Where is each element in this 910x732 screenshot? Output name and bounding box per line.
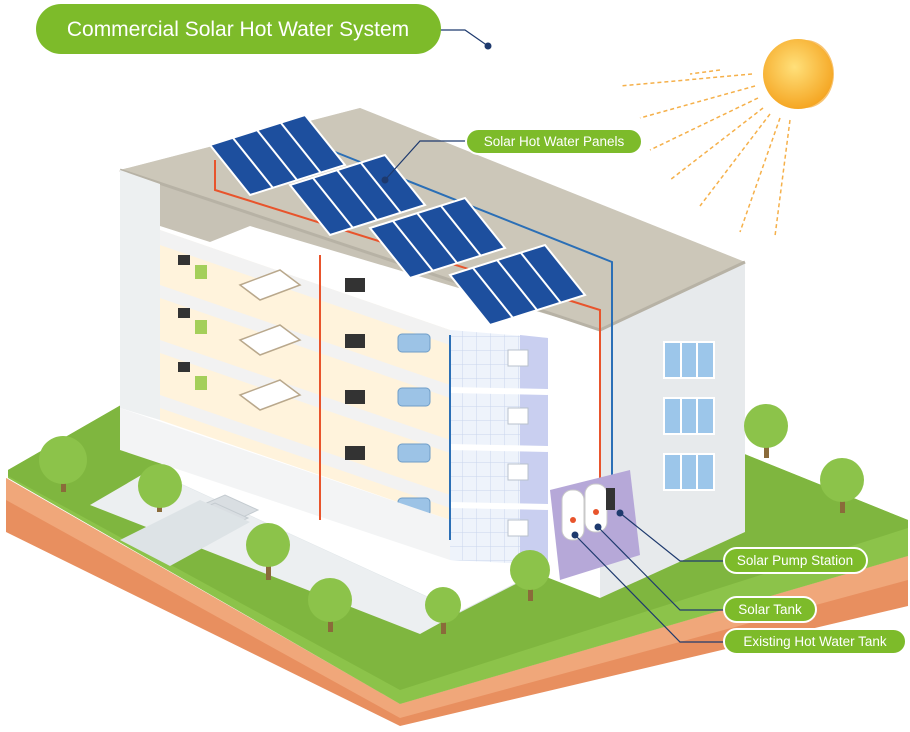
leader-lines bbox=[381, 29, 724, 643]
sink-icon bbox=[507, 349, 529, 537]
label-solar-tank: Solar Tank bbox=[723, 596, 817, 623]
solar-panel-array-3 bbox=[368, 196, 507, 280]
title-pill: Commercial Solar Hot Water System bbox=[36, 4, 441, 54]
solar-panels bbox=[208, 113, 587, 327]
sun-icon bbox=[763, 39, 834, 109]
solar-panel-array-1 bbox=[208, 113, 347, 197]
solar-panel-array-4 bbox=[448, 243, 587, 327]
sofa-icon bbox=[397, 333, 431, 517]
window-icon bbox=[663, 341, 715, 491]
interior-floors bbox=[160, 230, 549, 565]
chair-icon bbox=[195, 265, 207, 390]
sun-rays bbox=[619, 69, 791, 237]
label-pump-station: Solar Pump Station bbox=[723, 547, 868, 574]
solar-panel-array-2 bbox=[288, 153, 427, 237]
label-solar-tank-text: Solar Tank bbox=[738, 602, 802, 617]
label-existing-tank-text: Existing Hot Water Tank bbox=[743, 634, 887, 649]
label-solar-panels: Solar Hot Water Panels bbox=[465, 128, 643, 155]
pump-station-box bbox=[606, 488, 615, 510]
label-pump-station-text: Solar Pump Station bbox=[737, 553, 853, 568]
tank-icon bbox=[561, 483, 608, 541]
tree-icon bbox=[39, 404, 864, 634]
tank-room bbox=[550, 470, 640, 580]
tv-icon bbox=[178, 255, 365, 460]
label-solar-panels-text: Solar Hot Water Panels bbox=[484, 134, 625, 149]
label-existing-tank: Existing Hot Water Tank bbox=[723, 628, 907, 655]
page-title: Commercial Solar Hot Water System bbox=[67, 18, 409, 41]
bed-icon bbox=[238, 269, 302, 411]
